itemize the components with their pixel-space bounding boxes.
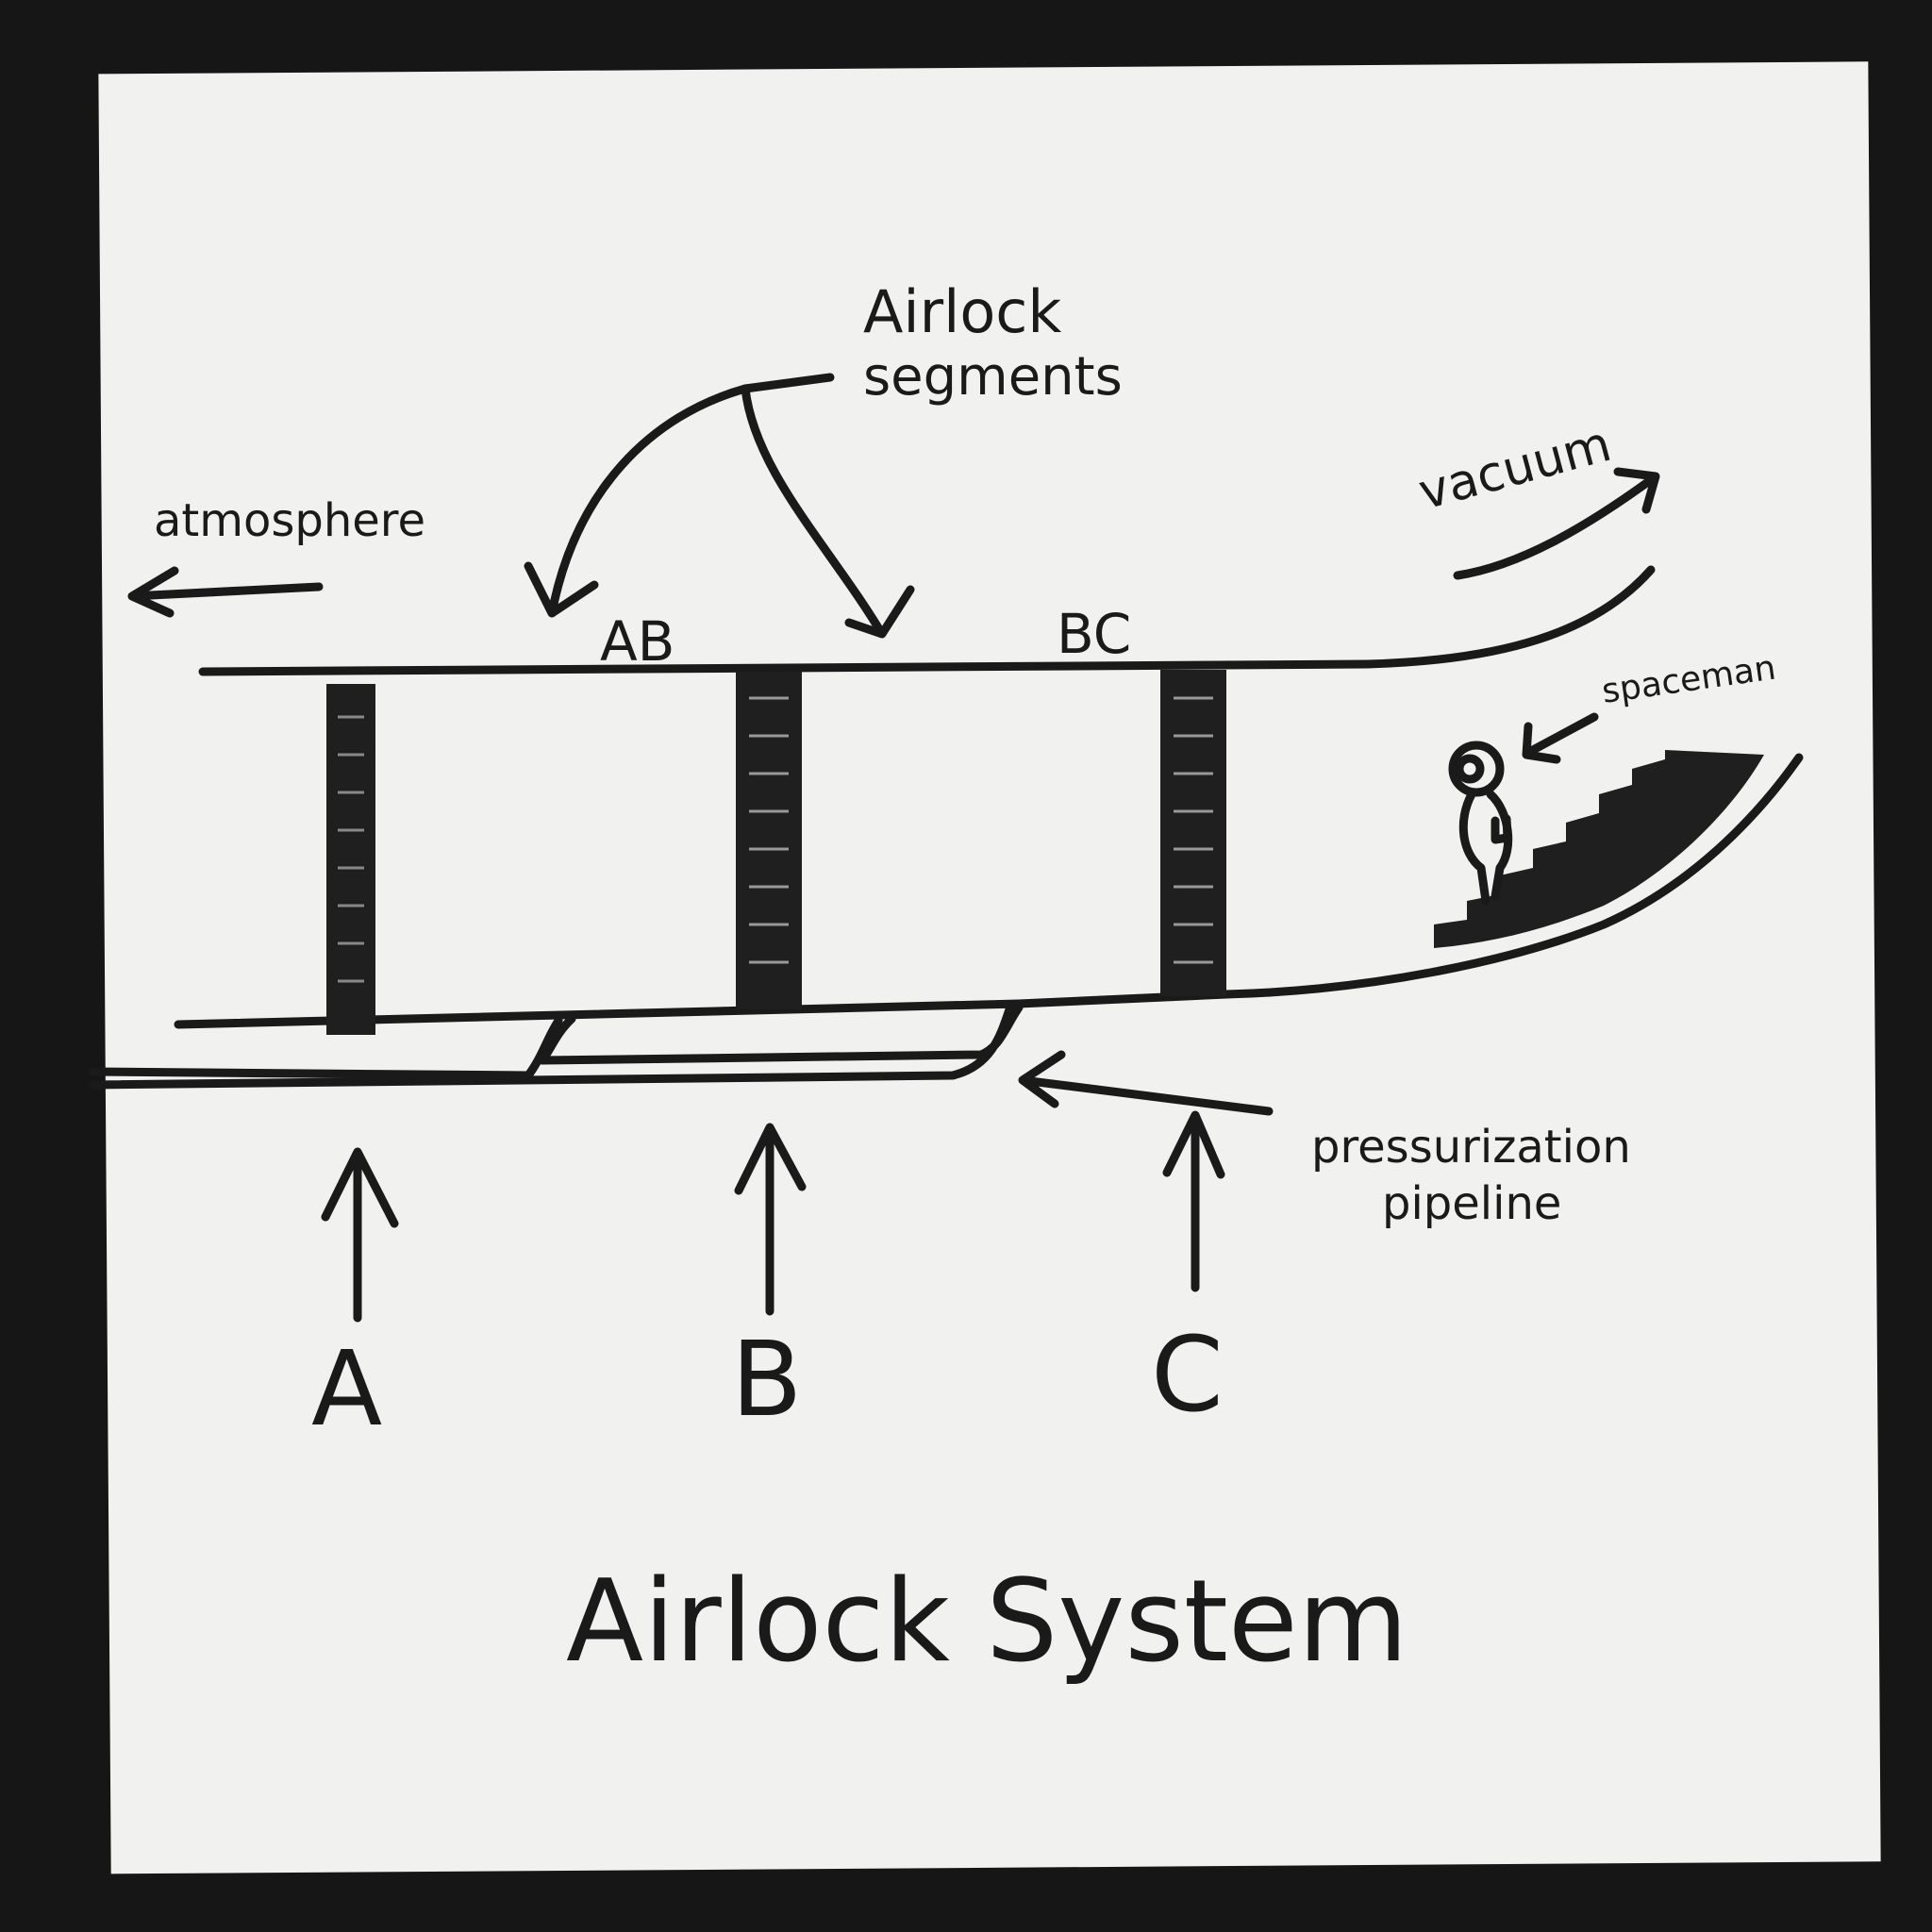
pipeline-arrow xyxy=(1018,1050,1274,1116)
pipeline-label-line2: pipeline xyxy=(1382,1177,1561,1230)
diagram-title: Airlock System xyxy=(566,1557,1408,1688)
spaceman-figure xyxy=(1448,741,1513,906)
segments-label-line2: segments xyxy=(863,346,1123,408)
door-c xyxy=(1160,670,1226,996)
arrow-to-door-c xyxy=(1162,1110,1225,1292)
segment-label-ab: AB xyxy=(600,609,675,674)
tunnel-bottom-wall xyxy=(174,753,1804,1029)
door-label-c: C xyxy=(1151,1314,1224,1435)
spaceman-arrow xyxy=(1522,712,1599,764)
segment-label-bc: BC xyxy=(1057,602,1131,666)
arrow-to-door-b xyxy=(734,1123,807,1316)
door-a xyxy=(326,684,375,1035)
tunnel-top-wall xyxy=(198,565,1656,676)
segments-callout-arrows xyxy=(524,373,915,639)
atmosphere-label: atmosphere xyxy=(154,494,425,547)
segments-label-line1: Airlock xyxy=(863,277,1061,346)
door-label-a: A xyxy=(311,1328,382,1449)
sticky-note-paper xyxy=(98,61,1881,1874)
pipeline-label-line1: pressurization xyxy=(1311,1121,1631,1174)
pressurization-pipeline xyxy=(88,1003,1024,1090)
vacuum-arrow xyxy=(1453,467,1660,580)
door-b xyxy=(736,672,802,1009)
atmosphere-arrow xyxy=(127,566,324,618)
stairs xyxy=(1434,750,1764,948)
arrow-to-door-a xyxy=(321,1147,399,1323)
door-label-b: B xyxy=(731,1319,802,1440)
